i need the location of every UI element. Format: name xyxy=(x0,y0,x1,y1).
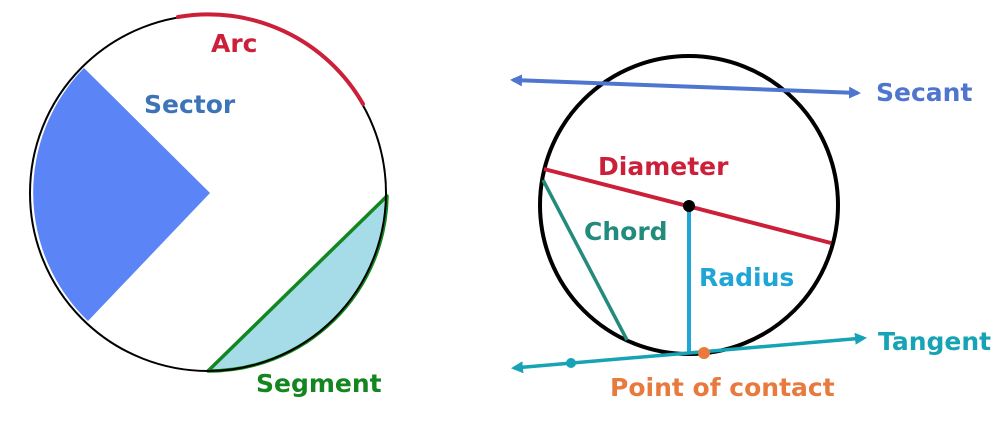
point-of-contact-dot xyxy=(698,347,710,359)
diameter-label: Diameter xyxy=(598,152,729,181)
tangent-label: Tangent xyxy=(878,327,991,356)
chord-label: Chord xyxy=(584,217,668,246)
sector-shape xyxy=(33,68,210,321)
arc-label: Arc xyxy=(211,29,258,58)
radius-label: Radius xyxy=(699,263,794,292)
point-of-contact-label: Point of contact xyxy=(610,373,835,402)
segment-label: Segment xyxy=(256,369,382,398)
sector-label: Sector xyxy=(144,90,236,119)
chord-line xyxy=(541,179,629,341)
center-point xyxy=(683,200,695,212)
secant-label: Secant xyxy=(876,78,972,107)
left-circle-diagram: Arc Sector Segment xyxy=(29,12,389,398)
tangent-point-dot xyxy=(566,358,576,368)
right-circle-diagram: Secant Diameter Chord Radius Tangent Poi… xyxy=(510,54,991,402)
arc-shape xyxy=(176,12,365,106)
secant-line xyxy=(510,74,861,99)
